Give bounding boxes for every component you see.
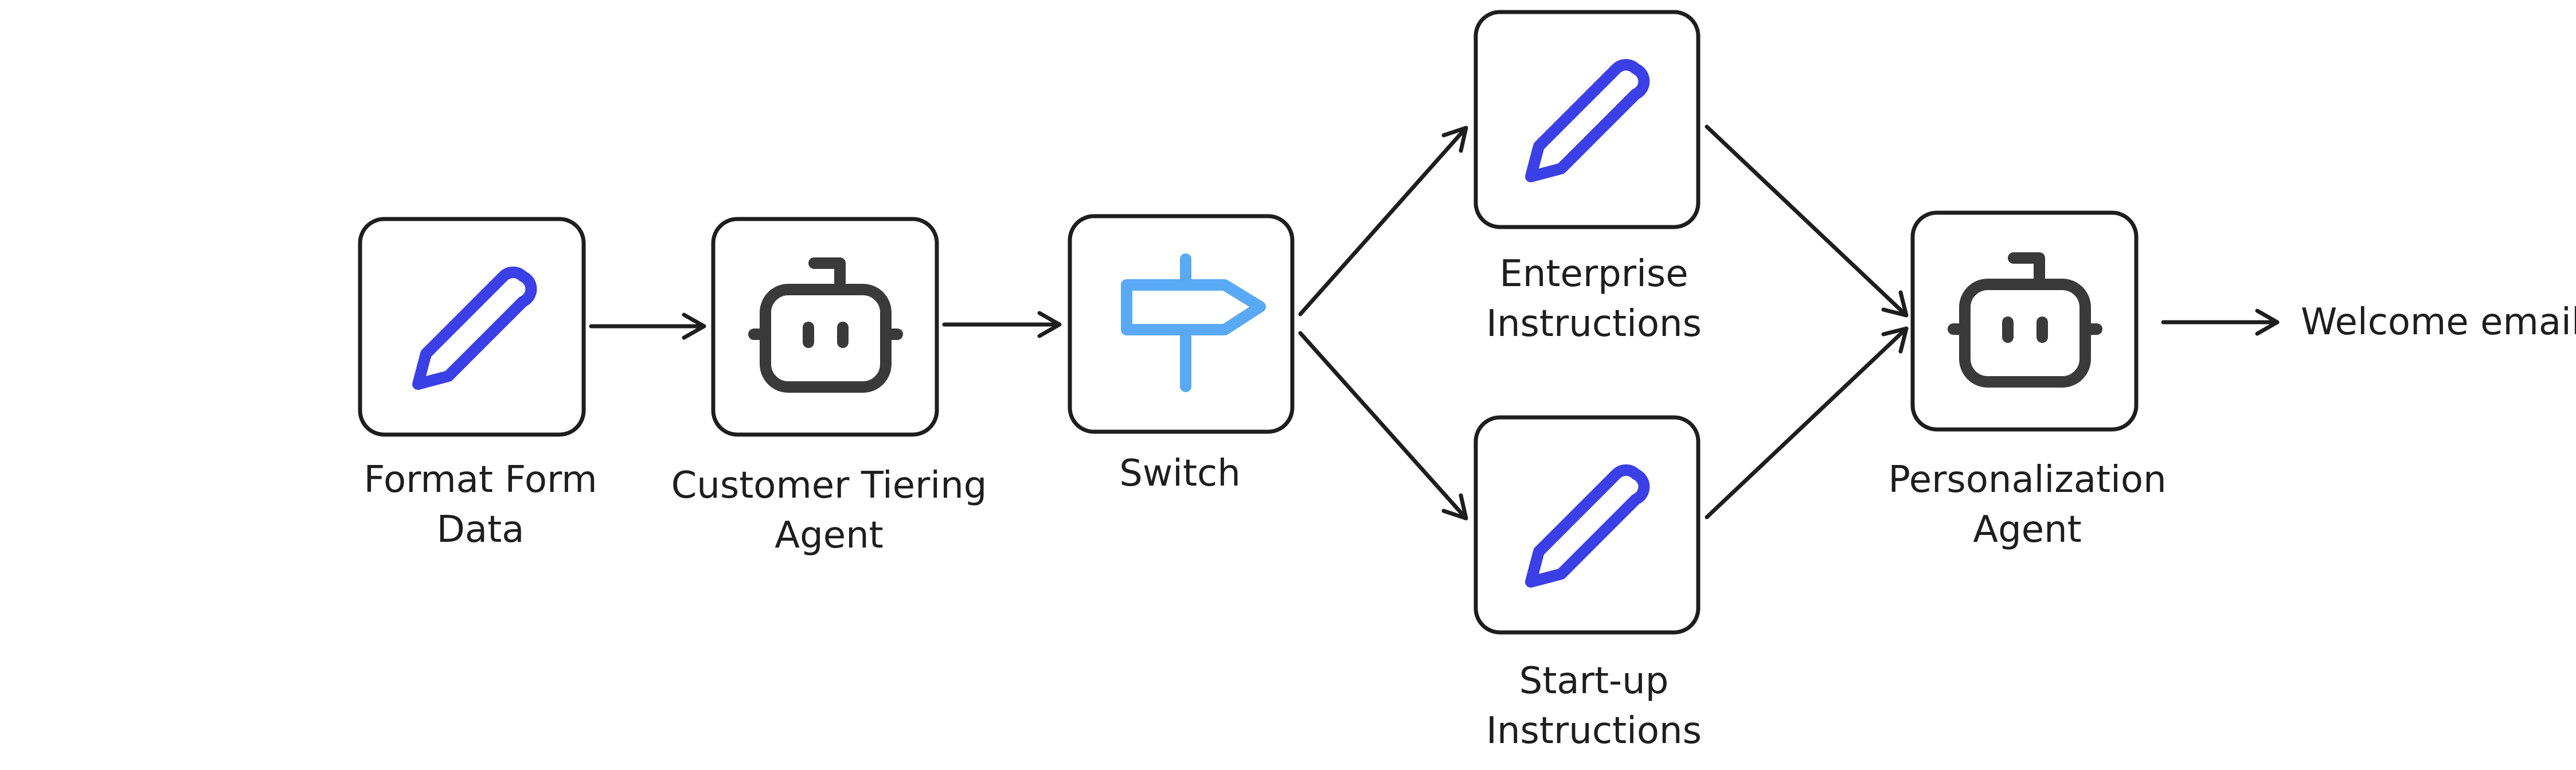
- node-label-line-2: Instructions: [1486, 303, 1702, 345]
- edges: [589, 124, 2280, 521]
- pencil-icon: [1525, 464, 1650, 588]
- node-startup-instructions[interactable]: Start-up Instructions: [1473, 415, 1702, 752]
- node-label-line-1: Start-up: [1519, 660, 1669, 702]
- node-label-line-2: Instructions: [1486, 710, 1702, 752]
- node-box: [711, 217, 939, 437]
- node-label-line-2: Data: [437, 509, 525, 551]
- node-enterprise-instructions[interactable]: Enterprise Instructions: [1473, 10, 1702, 345]
- pencil-icon: [412, 266, 537, 390]
- node-label-line-1: Format Form: [363, 459, 597, 501]
- node-label-line-2: Agent: [775, 514, 883, 557]
- pencil-icon: [1525, 58, 1650, 182]
- node-box: [358, 217, 586, 437]
- edge-enterprise-to-personalization: [1705, 124, 1909, 318]
- node-label-line-1: Switch: [1119, 452, 1241, 495]
- edge-startup-to-personalization: [1705, 326, 1909, 519]
- edge-switch-to-enterprise: [1298, 126, 1468, 316]
- node-label-line-1: Customer Tiering: [671, 464, 987, 507]
- output-label-welcome-email: Welcome email: [2301, 301, 2576, 343]
- edge-tiering-to-switch: [942, 311, 1062, 338]
- node-box: [1473, 415, 1701, 635]
- robot-icon: [748, 257, 903, 393]
- node-box: [1473, 10, 1701, 229]
- edge-format-to-tiering: [589, 312, 706, 340]
- edge-switch-to-startup: [1298, 331, 1468, 521]
- node-customer-tiering-agent[interactable]: Customer Tiering Agent: [671, 217, 987, 557]
- node-label-line-2: Agent: [1973, 509, 2081, 551]
- signpost-icon: [1121, 253, 1266, 392]
- node-personalization-agent[interactable]: Personalization Agent: [1888, 210, 2167, 551]
- node-label-line-1: Personalization: [1888, 459, 2166, 501]
- node-label-line-1: Enterprise: [1499, 253, 1688, 295]
- node-box: [1910, 210, 2139, 432]
- edge-personalization-to-output: [2161, 308, 2280, 336]
- robot-icon: [1948, 252, 2102, 388]
- node-switch[interactable]: Switch: [1068, 214, 1295, 495]
- node-format-form-data[interactable]: Format Form Data: [358, 217, 597, 551]
